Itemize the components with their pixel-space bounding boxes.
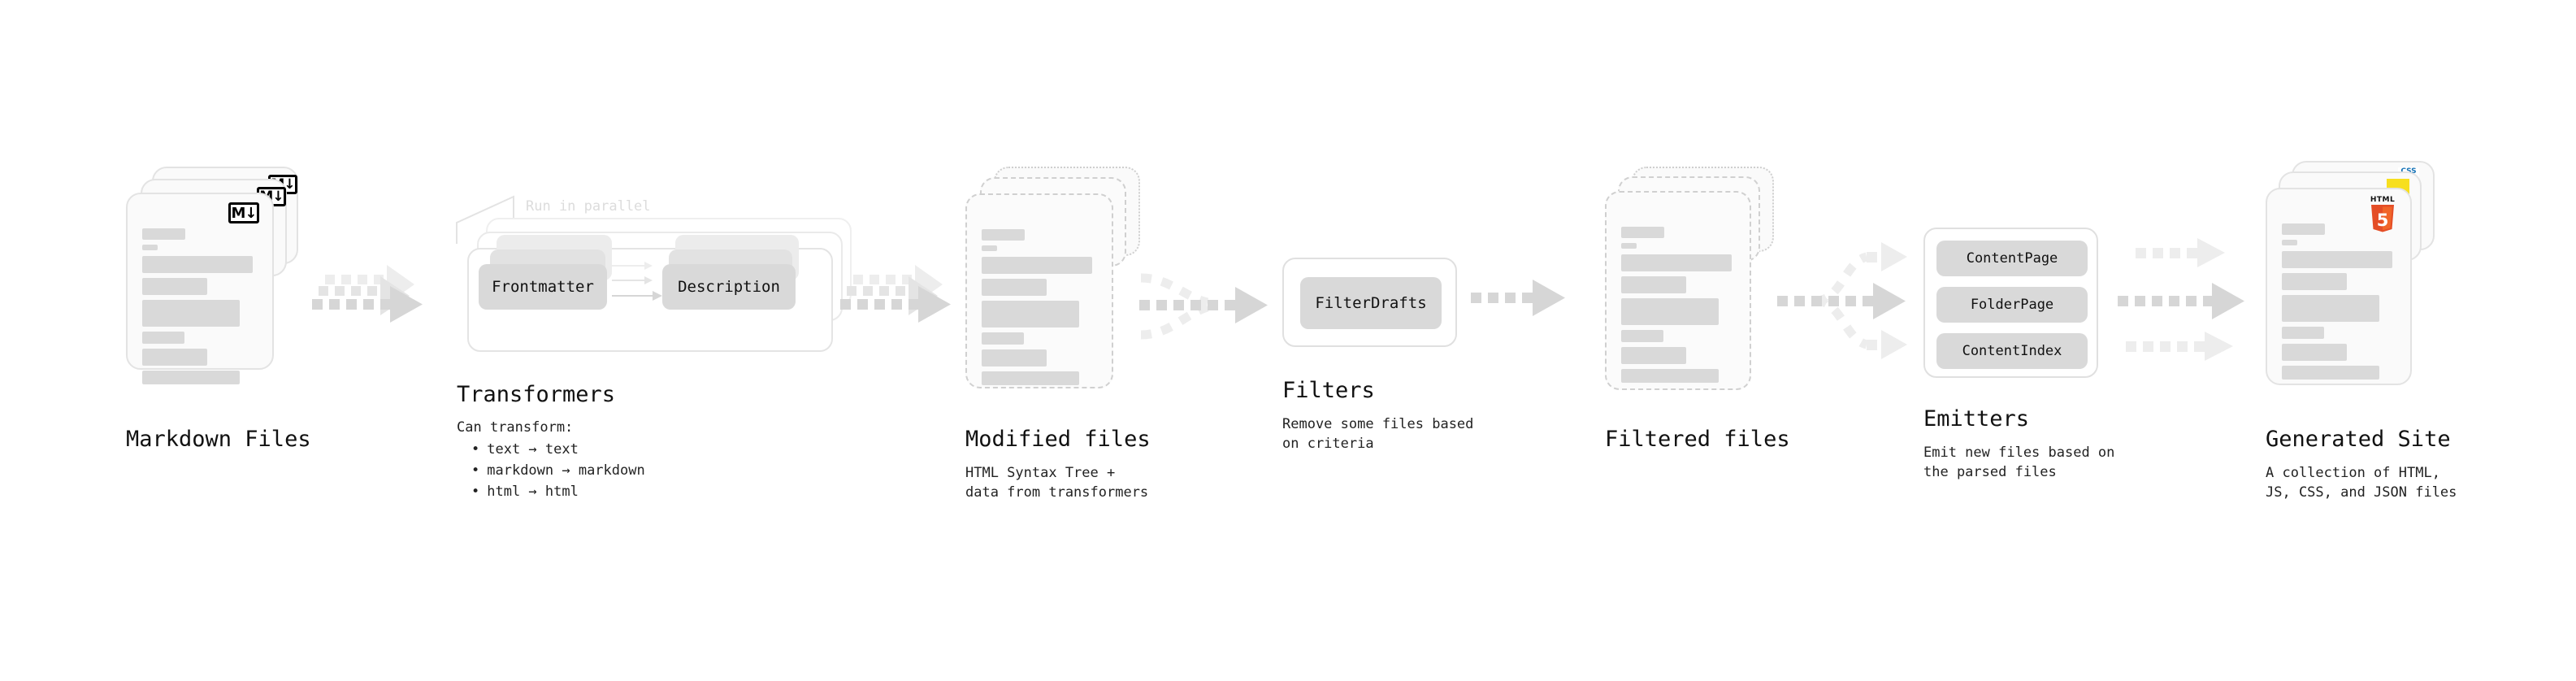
- skeleton-line: [2282, 240, 2297, 245]
- transformer-inner-arrows: [612, 262, 662, 301]
- skeleton-line: [2282, 366, 2379, 380]
- run-in-parallel-label: Run in parallel: [526, 198, 651, 215]
- skeleton-line: [982, 349, 1047, 367]
- arrow-markdown-to-transformers: [312, 265, 423, 323]
- skeleton-line: [2282, 251, 2392, 268]
- emitter-pill-contentpage[interactable]: ContentPage: [1936, 241, 2088, 276]
- skeleton-line: [982, 279, 1047, 296]
- transformers-bullet-list: text → text markdown → markdown html → h…: [457, 439, 645, 502]
- skeleton-line: [1621, 254, 1732, 271]
- emitter-pill-folderpage[interactable]: FolderPage: [1936, 287, 2088, 323]
- filter-pill-filterdrafts[interactable]: FilterDrafts: [1300, 277, 1442, 329]
- skeleton-line: [1621, 347, 1686, 364]
- skeleton-line: [1621, 330, 1663, 342]
- arrow-filters-to-filtered: [1471, 280, 1565, 316]
- skeleton-line: [1621, 276, 1686, 293]
- svg-text:5: 5: [2377, 210, 2389, 230]
- markdown-badge-icon: M↓: [228, 202, 259, 223]
- modified-card-front: [965, 193, 1113, 388]
- filtered-card-front: [1605, 191, 1751, 390]
- stage-title-emitters: Emitters: [1923, 406, 2030, 432]
- emitter-pill-contentindex[interactable]: ContentIndex: [1936, 333, 2088, 369]
- arrow-filtered-to-emitters: [1777, 242, 1907, 359]
- stage-subtitle-filters: Remove some files based on criteria: [1282, 416, 1474, 452]
- bullet-item: html → html: [471, 481, 645, 502]
- skeleton-line: [142, 228, 185, 240]
- site-card-front: HTML 5: [2266, 188, 2412, 385]
- arrow-transformers-to-modified: [840, 265, 951, 323]
- transformer-pill-frontmatter[interactable]: Frontmatter: [479, 264, 607, 310]
- stage-title-transformers: Transformers: [457, 382, 616, 407]
- markdown-card-front: M↓: [126, 193, 274, 384]
- skeleton-line: [142, 245, 158, 250]
- stage-subtitle-transformers: Can transform:: [457, 419, 574, 436]
- transformers-group-front: Frontmatter Description: [467, 235, 833, 352]
- stage-subtitle-modified-files: HTML Syntax Tree + data from transformer…: [965, 465, 1149, 501]
- stage-subtitle-emitters: Emit new files based on the parsed files: [1923, 445, 2115, 480]
- skeleton-line: [1621, 227, 1664, 238]
- skeleton-line: [2282, 223, 2325, 235]
- skeleton-line: [1621, 369, 1719, 383]
- stage-title-filters: Filters: [1282, 378, 1375, 403]
- skeleton-line: [982, 332, 1024, 345]
- stage-title-filtered-files: Filtered files: [1605, 427, 1790, 452]
- skeleton-line: [142, 300, 240, 327]
- stage-subtitle-generated-site: A collection of HTML, JS, CSS, and JSON …: [2266, 465, 2457, 501]
- transformer-pill-description[interactable]: Description: [662, 264, 796, 310]
- skeleton-line: [142, 256, 253, 273]
- emitters-group-box: ContentPage FolderPage ContentIndex: [1923, 228, 2098, 378]
- skeleton-line: [982, 257, 1092, 274]
- skeleton-line: [142, 371, 240, 384]
- filters-group-box: FilterDrafts: [1282, 258, 1457, 347]
- stage-title-modified-files: Modified files: [965, 427, 1151, 452]
- arrow-modified-to-filters: [1139, 273, 1268, 340]
- bullet-item: markdown → markdown: [471, 460, 644, 481]
- skeleton-line: [982, 245, 997, 251]
- skeleton-line: [2282, 273, 2347, 290]
- skeleton-line: [2282, 327, 2324, 339]
- html5-badge-word: HTML: [2370, 196, 2396, 204]
- skeleton-line: [142, 278, 207, 295]
- skeleton-line: [1621, 298, 1719, 325]
- run-in-parallel-bracket: [456, 195, 514, 244]
- arrow-emitters-to-site: [2118, 238, 2244, 361]
- html5-badge-icon: HTML 5: [2368, 196, 2397, 232]
- skeleton-line: [982, 371, 1079, 385]
- bullet-item: text → text: [471, 439, 645, 460]
- skeleton-line: [142, 332, 184, 344]
- skeleton-line: [2282, 295, 2379, 322]
- stage-title-markdown-files: Markdown Files: [126, 427, 311, 452]
- skeleton-line: [982, 301, 1079, 327]
- skeleton-line: [982, 229, 1025, 241]
- stage-title-generated-site: Generated Site: [2266, 427, 2451, 452]
- skeleton-line: [2282, 344, 2347, 361]
- skeleton-line: [142, 349, 207, 366]
- skeleton-line: [1621, 243, 1637, 249]
